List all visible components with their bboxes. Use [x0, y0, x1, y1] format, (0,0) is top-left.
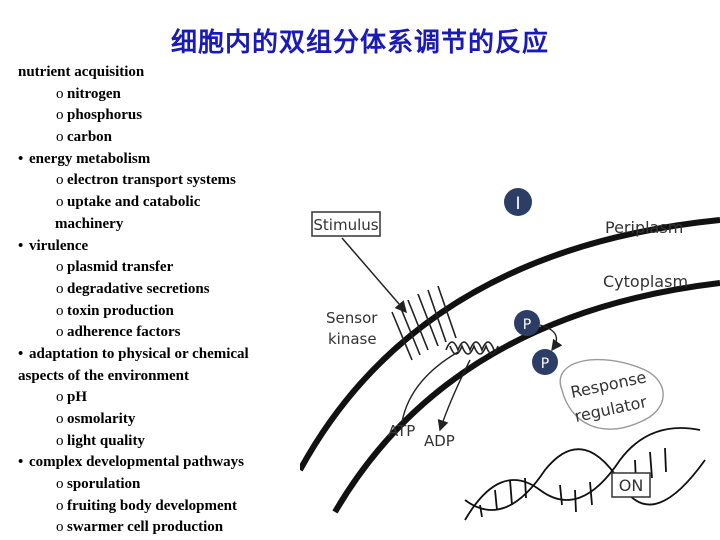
list-item-text: uptake and catabolic [67, 194, 201, 211]
list-item-text: nitrogen [67, 85, 121, 102]
sensor-kinase-helices [391, 285, 499, 361]
sub-bullet-icon: o [56, 324, 64, 341]
sub-bullet-icon: o [56, 280, 64, 297]
list-item-text: plasmid transfer [67, 259, 174, 276]
sub-bullet-icon: o [56, 85, 64, 102]
sub-bullet-icon: o [56, 432, 64, 449]
sensor-label-line2: kinase [328, 330, 377, 348]
adp-label: ADP [424, 432, 455, 450]
sub-bullet-icon: o [56, 172, 64, 189]
phospho-label-2: P [541, 356, 549, 372]
atp-label: ATP [388, 422, 415, 440]
list-item-text: sporulation [67, 476, 141, 493]
marker-i-icon [504, 188, 532, 216]
cytoplasm-label: Cytoplasm [603, 272, 688, 291]
list-item: • energy metabolism [18, 149, 308, 171]
list-item-text: complex developmental pathways [29, 454, 244, 471]
stimulus-arrow [341, 237, 407, 314]
sub-bullet-icon: o [56, 107, 64, 124]
periplasm-label: Periplasm [605, 218, 683, 237]
sub-bullet-icon: o [56, 194, 64, 211]
sub-bullet-icon: o [56, 259, 64, 276]
list-item-text: energy metabolism [29, 150, 151, 167]
list-item-text: adherence factors [67, 324, 181, 341]
list-item-text: adaptation to physical or chemical [29, 345, 249, 362]
atp-arrow [401, 351, 459, 423]
sub-bullet-icon: o [56, 302, 64, 319]
list-item-text: pH [67, 389, 88, 406]
bullet-icon: • [18, 454, 24, 471]
list-item-text: osmolarity [67, 411, 136, 427]
list-item: • virulence [18, 236, 308, 258]
sub-bullet-icon: o [56, 129, 64, 146]
sensor-label-line1: Sensor [326, 309, 378, 327]
phospho-transfer-arrow [539, 324, 563, 352]
sub-bullet-icon: o [56, 389, 64, 406]
on-label: ON [619, 476, 644, 495]
adp-arrow [437, 359, 471, 432]
list-item-text: carbon [67, 129, 112, 146]
dna-helix [464, 427, 706, 521]
sub-bullet-icon: o [56, 476, 64, 493]
bullet-icon: • [18, 150, 24, 167]
response-regulator-shape [559, 358, 664, 430]
list-item-text: nutrient acquisition [18, 64, 145, 80]
sub-bullet-icon: o [56, 497, 64, 514]
list-item-text: toxin production [67, 302, 174, 319]
stimulus-label: Stimulus [313, 216, 378, 234]
marker-i-label: I [515, 194, 520, 214]
sub-bullet-icon: o [56, 519, 64, 536]
list-item: nutrient acquisition [18, 62, 308, 84]
list-item-text: electron transport systems [67, 172, 236, 189]
list-item: • complex developmental pathways [18, 452, 308, 474]
list-item-text: phosphorus [67, 107, 143, 124]
inner-membrane [332, 280, 720, 514]
on-box [611, 472, 651, 498]
list-item-text: virulence [29, 237, 89, 254]
sub-bullet-icon: o [56, 411, 64, 427]
list-item: machinery [18, 214, 308, 236]
list-item: aspects of the environment [18, 366, 308, 388]
outer-membrane [300, 217, 720, 472]
slide-title: 细胞内的双组分体系调节的反应 [170, 28, 549, 58]
list-item-text: swarmer cell production [67, 519, 224, 536]
phospho-label-1: P [523, 317, 531, 333]
bullet-icon: • [18, 237, 24, 254]
stimulus-box [311, 211, 381, 237]
bullet-icon: • [18, 345, 24, 362]
phospho-icon-1 [514, 310, 540, 336]
list-item-text: light quality [67, 432, 145, 449]
two-component-diagram: I Stimulus Periplasm Cytoplasm Sensor ki… [300, 188, 720, 521]
list-item-text: degradative secretions [67, 280, 210, 297]
list-item-text: fruiting body development [67, 497, 238, 514]
list-item-text: machinery [55, 215, 124, 232]
phospho-icon-2 [532, 349, 558, 375]
list-item: • adaptation to physical or chemical [18, 344, 308, 366]
list-item-text: aspects of the environment [18, 367, 189, 384]
